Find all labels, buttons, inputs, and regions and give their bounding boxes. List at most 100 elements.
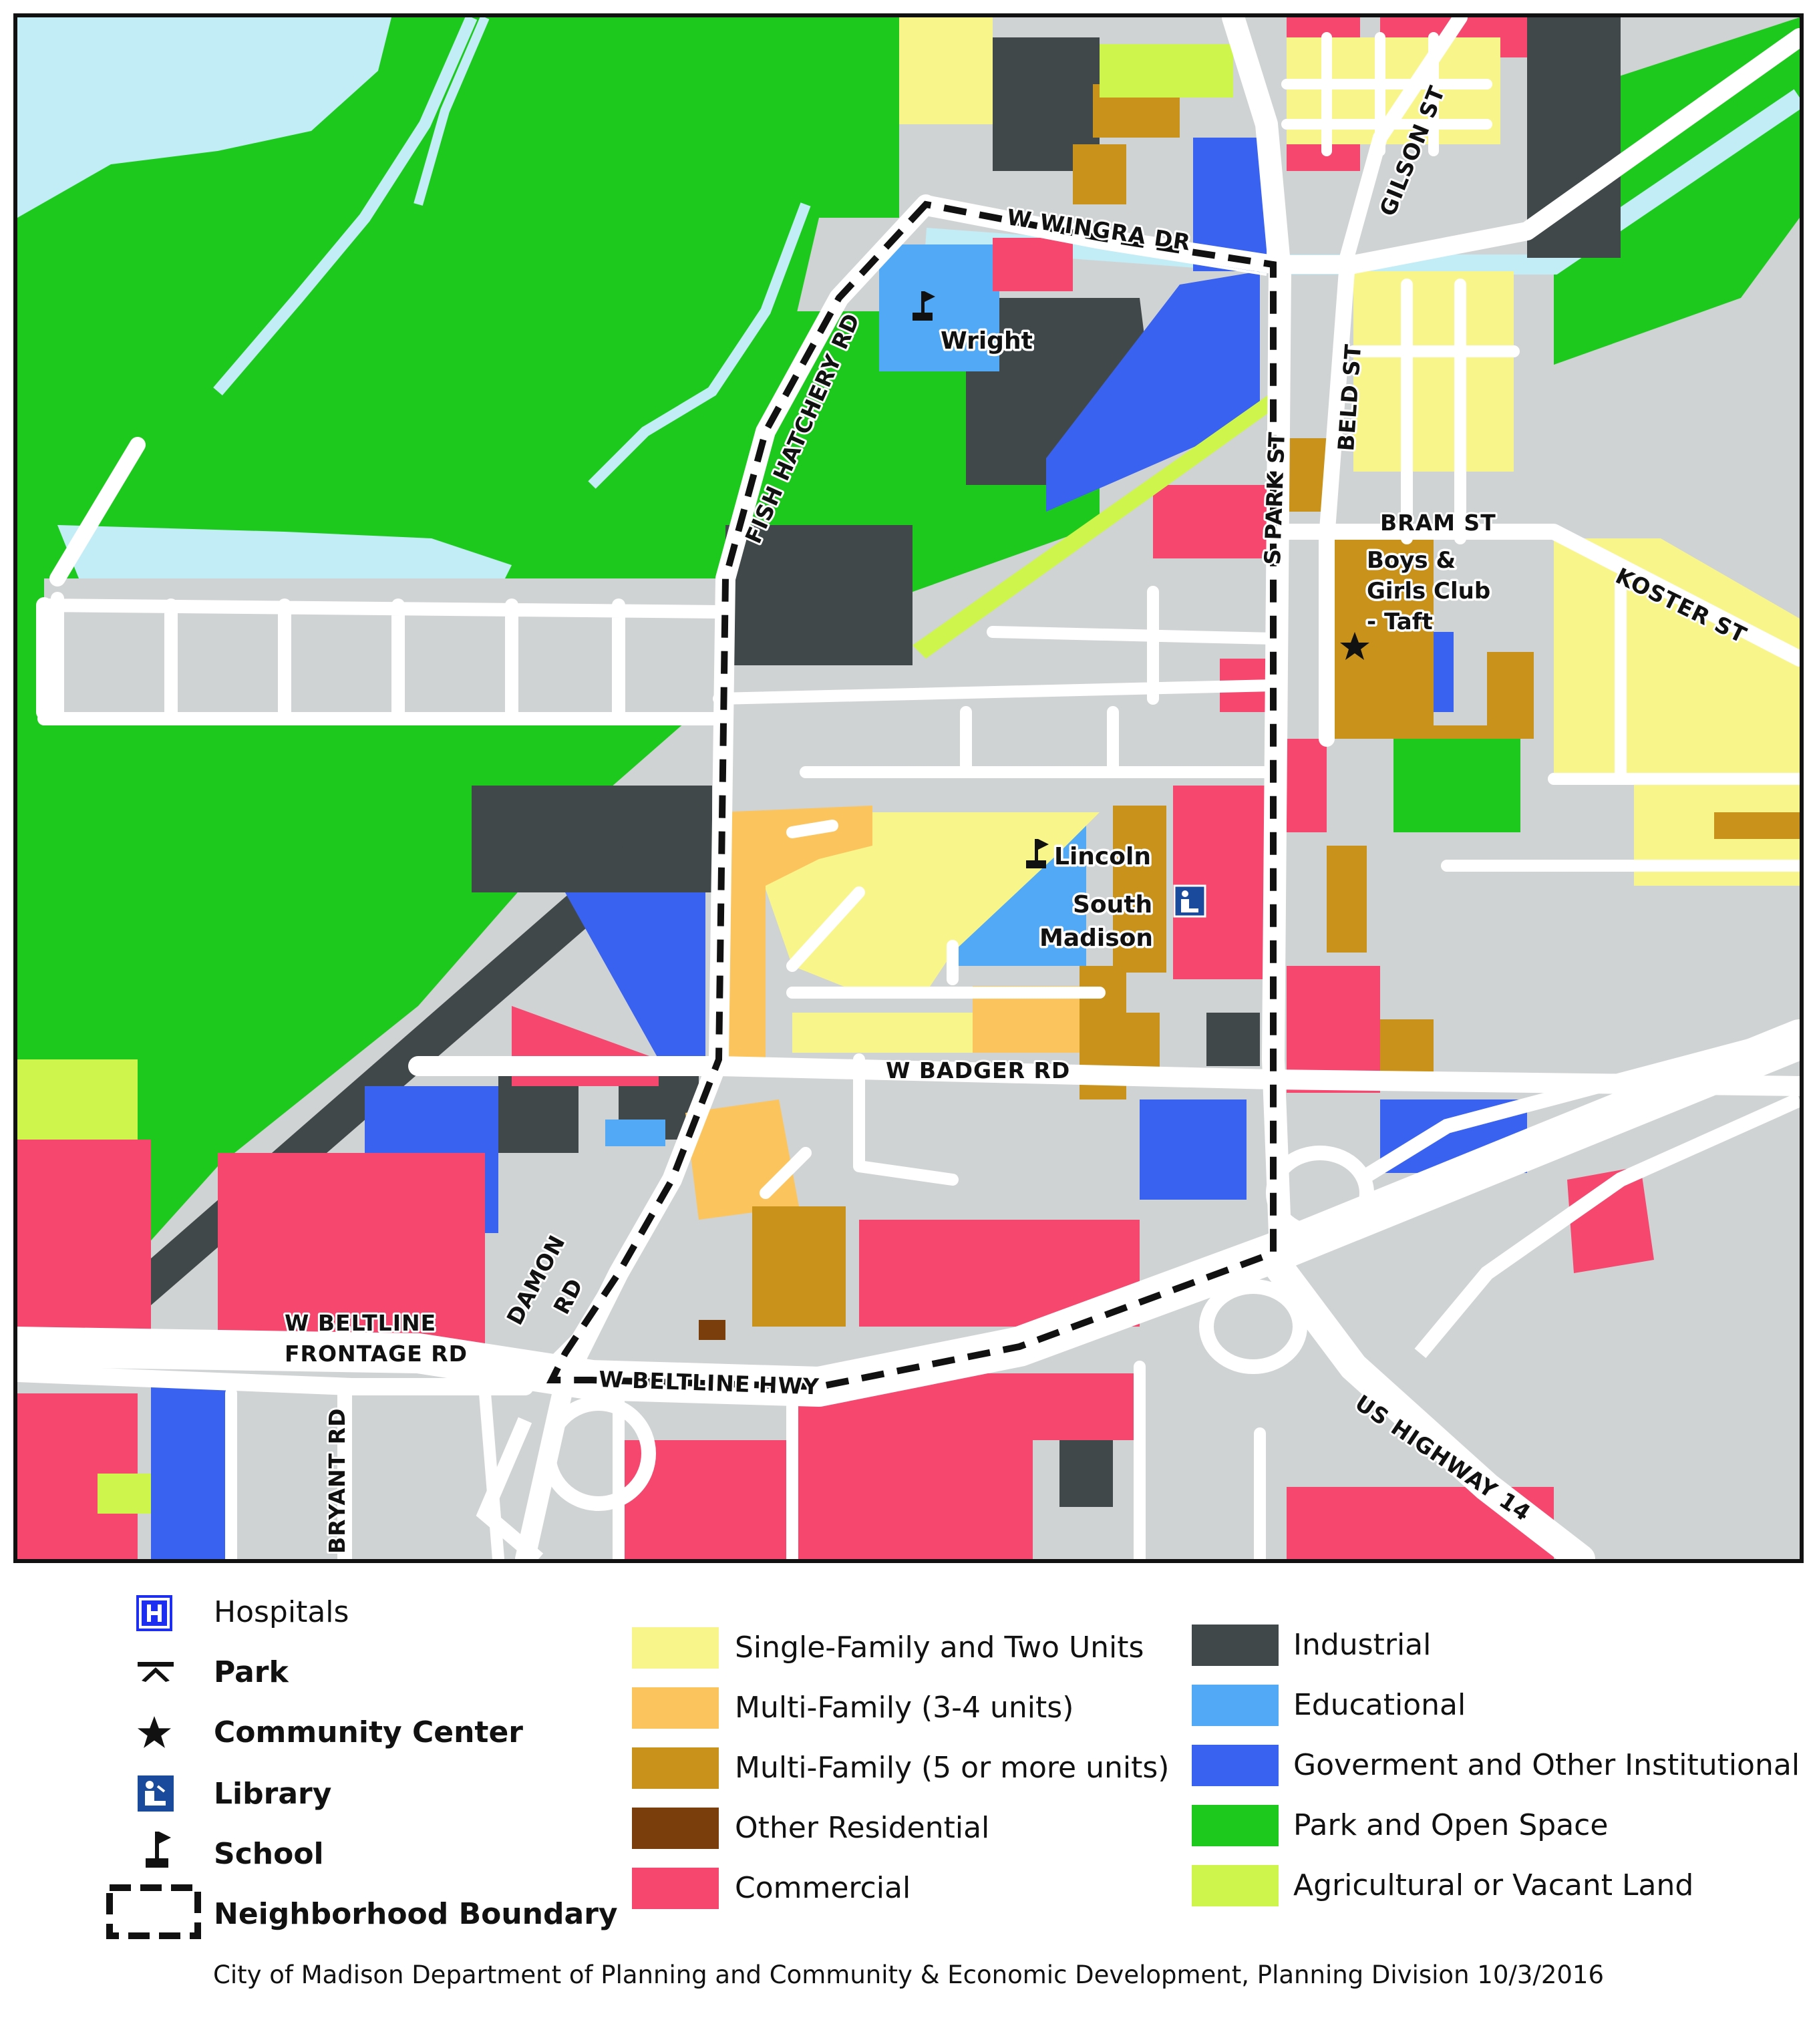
agricultural-strip [913, 391, 1280, 659]
legend-label-government: Goverment and Other Institutional [1293, 1748, 1800, 1782]
legend-label-agricultural: Agricultural or Vacant Land [1293, 1868, 1694, 1902]
library-icon-south-madison [1173, 884, 1206, 918]
industrial-1 [725, 525, 913, 665]
lake-wingra [17, 17, 391, 218]
label-wright: Wright [941, 327, 1033, 355]
map-canvas: Wright Boys & Girls Club - Taft Lincoln … [17, 17, 1800, 1559]
gov-6 [1140, 1099, 1247, 1200]
multi-family-5-6 [1327, 846, 1367, 953]
agricultural-2 [1100, 44, 1233, 98]
label-boys-girls-2: Girls Club [1367, 578, 1490, 605]
interchange-loop-2 [1199, 1279, 1307, 1374]
swatch-single-family [632, 1627, 719, 1669]
agricultural-1 [17, 1059, 138, 1140]
legend-label-library: Library [214, 1777, 332, 1811]
legend-label-other-residential: Other Residential [735, 1811, 990, 1845]
label-lincoln: Lincoln [1054, 843, 1151, 870]
single-family-3 [1353, 271, 1514, 472]
street-w-badger-rd: W BADGER RD [886, 1057, 1070, 1083]
boundary-inner-edge [925, 213, 1267, 276]
swatch-multi-family-3-4 [632, 1687, 719, 1729]
neighborhood-boundary-icon [106, 1884, 202, 1940]
legend-label-single-family: Single-Family and Two Units [735, 1631, 1144, 1665]
road-east-grid [1347, 279, 1800, 872]
multi-family-5-3 [1113, 806, 1166, 973]
label-boys-girls-3: - Taft [1367, 609, 1433, 635]
multi-family-34-1 [719, 806, 872, 1059]
community-center-icon-map [1340, 632, 1369, 660]
legend-label-hospitals: Hospitals [214, 1595, 349, 1629]
legend-label-educational: Educational [1293, 1688, 1466, 1722]
single-family-lincoln [739, 812, 1100, 993]
road-south-grid [225, 1361, 1266, 1559]
interchange-ramps [476, 1025, 1800, 1559]
educational-small [605, 1120, 665, 1146]
agricultural-3 [98, 1474, 151, 1514]
hospital-icon [136, 1595, 176, 1635]
label-south: South [1073, 891, 1152, 918]
commercial-5 [1173, 786, 1267, 979]
road-mid-grid [713, 586, 1279, 778]
educational-wright [879, 244, 999, 371]
industrial-8 [1206, 1013, 1260, 1066]
multi-family-5-5 [1327, 538, 1534, 739]
label-boys-girls-1: Boys & [1367, 547, 1456, 574]
legend-label-commercial: Commercial [735, 1871, 911, 1905]
land-use-map: Wright Boys & Girls Club - Taft Lincoln … [13, 13, 1804, 1563]
road-network [17, 17, 1800, 1559]
credit-line: City of Madison Department of Planning a… [213, 1961, 1604, 1989]
school-icon-wright [913, 291, 935, 321]
swatch-multi-family-5 [632, 1747, 719, 1789]
commercial-11 [619, 1440, 1033, 1559]
gov-3 [565, 892, 705, 1059]
street-frontage-rd: FRONTAGE RD [285, 1341, 468, 1367]
swatch-park [1192, 1805, 1279, 1846]
label-madison: Madison [1039, 924, 1153, 952]
legend-label-park: Park [214, 1655, 289, 1689]
road-beltline-frontage [17, 1365, 534, 1395]
school-icon-lincoln [1026, 839, 1049, 868]
road-bram [1265, 524, 1800, 667]
multi-family-5-9 [1714, 812, 1800, 839]
gov-5 [151, 1387, 231, 1559]
multi-family-5-8 [752, 1206, 846, 1327]
road-cul-de-sacs [760, 820, 1106, 1199]
street-bram-st: BRAM ST [1380, 510, 1496, 536]
creek-3 [414, 17, 490, 206]
legend-label-neighborhood-boundary: Neighborhood Boundary [214, 1897, 618, 1931]
park-area-east-small [1393, 725, 1520, 832]
interchange-loop-3 [541, 1396, 656, 1511]
legend-label-industrial: Industrial [1293, 1628, 1432, 1662]
swatch-other-residential [632, 1808, 719, 1849]
interchanges [476, 1025, 1800, 1559]
swatch-agricultural [1192, 1865, 1279, 1906]
swatch-industrial [1192, 1625, 1279, 1666]
swatch-government [1192, 1745, 1279, 1786]
multi-family-5-10 [1287, 438, 1327, 512]
road-north-grid [1281, 32, 1492, 156]
legend-label-park-open-space: Park and Open Space [1293, 1808, 1609, 1842]
commercial-2 [218, 1153, 485, 1353]
library-icon [138, 1775, 178, 1816]
legend-label-multi-family-3-4: Multi-Family (3-4 units) [735, 1691, 1074, 1725]
gov-1 [1046, 271, 1260, 512]
legend: Hospitals Park Community Center Library … [0, 1563, 1817, 2044]
park-icon [138, 1662, 178, 1702]
road-west-access [36, 437, 146, 720]
multi-family-5-7 [1380, 1019, 1434, 1079]
street-bryant-rd: BRYANT RD [324, 1408, 350, 1554]
commercial-6 [1153, 485, 1273, 558]
swatch-educational [1192, 1685, 1279, 1726]
multi-family-5-2 [1073, 144, 1126, 204]
legend-label-multi-family-5: Multi-Family (5 or more units) [735, 1751, 1170, 1785]
commercial-8 [1287, 739, 1327, 832]
commercial-16 [993, 238, 1073, 291]
creek-2 [588, 202, 811, 489]
creek-1 [213, 17, 478, 395]
road-us14 [1259, 1245, 1595, 1559]
street-s-park-st: S PARK ST [1259, 431, 1290, 565]
community-center-icon [138, 1715, 178, 1755]
road-west-grid [37, 592, 725, 725]
legend-label-community-center: Community Center [214, 1715, 524, 1749]
street-w-beltline: W BELTLINE [285, 1310, 436, 1336]
